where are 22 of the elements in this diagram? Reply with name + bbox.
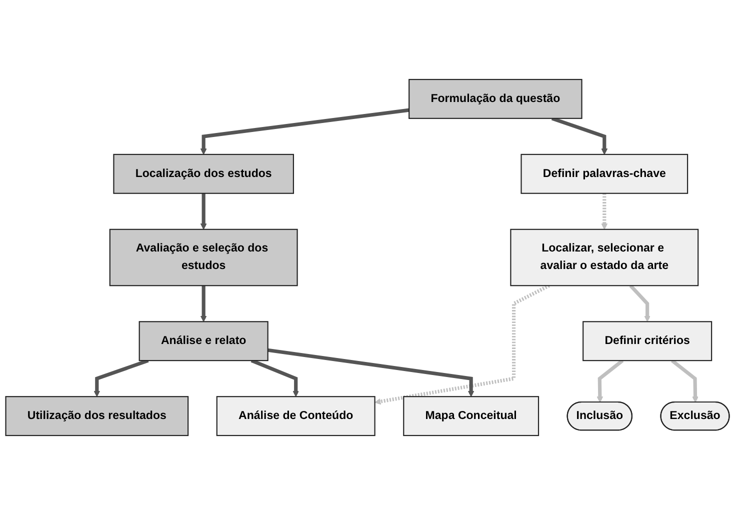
arrow — [200, 286, 207, 322]
arrow — [551, 116, 608, 155]
node-box: Análise e relato — [138, 321, 268, 362]
node-box: Localizar, selecionar e avaliar o estado da arte — [510, 228, 699, 286]
node-box: Localização dos estudos — [113, 154, 294, 194]
arrow — [250, 358, 300, 397]
node-box: Avaliação e seleção dos estudos — [109, 228, 298, 286]
node-box: Análise de Conteúdo — [216, 396, 376, 436]
node-box: Mapa Conceitual — [403, 396, 540, 436]
node-box: Definir palavras-chave — [520, 154, 688, 194]
arrow — [374, 284, 550, 405]
arrow — [670, 359, 698, 403]
arrow — [268, 348, 474, 397]
arrow — [629, 284, 650, 322]
node-box: Utilização dos resultados — [5, 396, 189, 436]
node-box: Formulação da questão — [408, 78, 582, 119]
arrow — [200, 193, 207, 230]
node-box: Definir critérios — [582, 321, 712, 362]
arrow — [601, 193, 608, 230]
arrow — [596, 359, 624, 403]
arrow — [200, 108, 410, 155]
arrow — [94, 358, 149, 397]
